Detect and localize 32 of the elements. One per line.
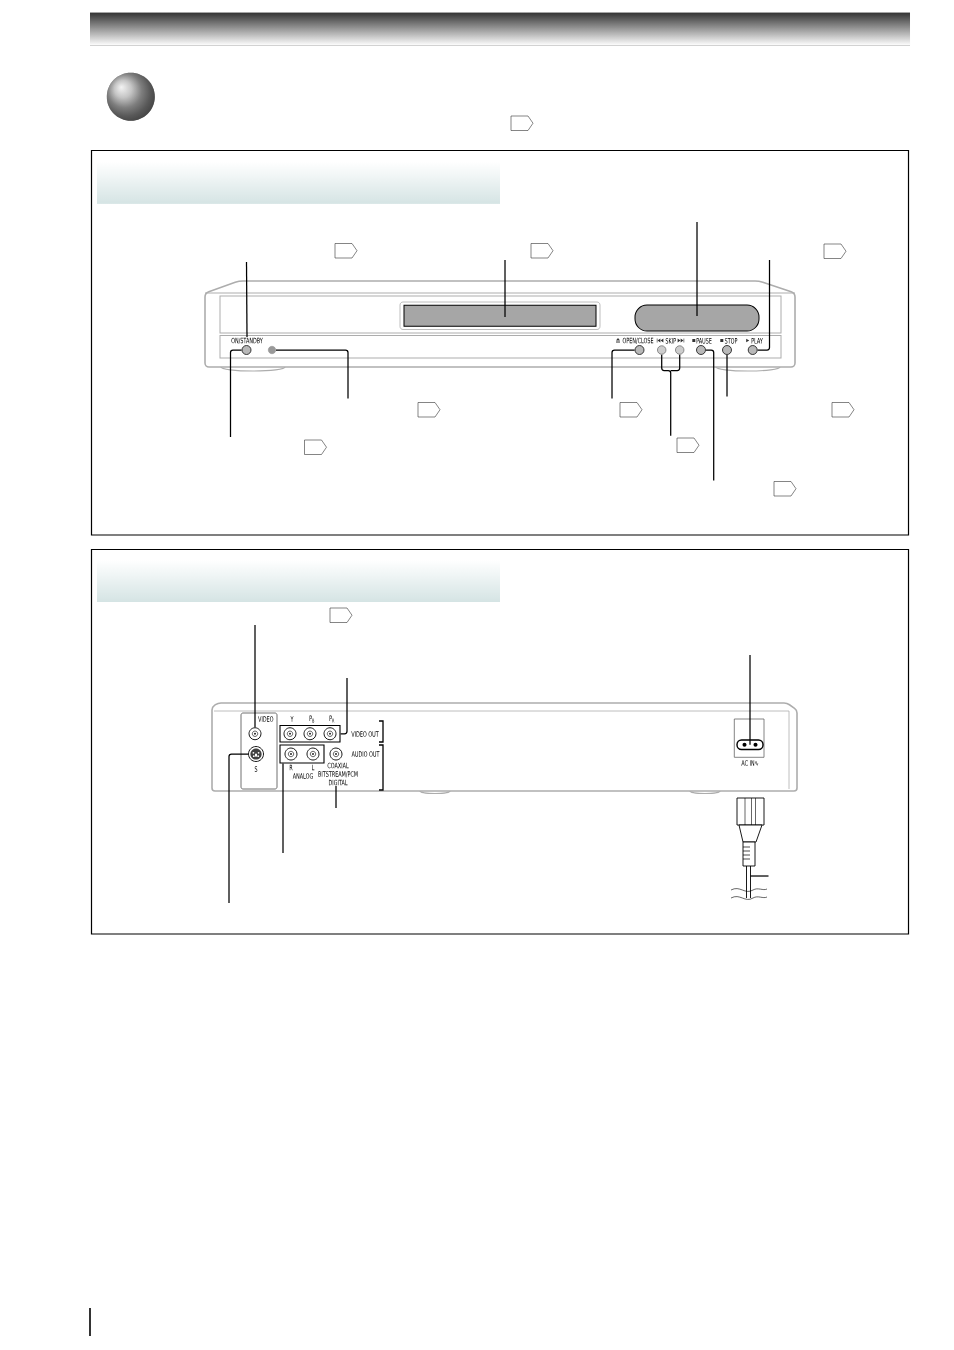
leader-line [749, 654, 751, 746]
button [634, 345, 645, 355]
ac-inlet [736, 739, 764, 751]
button [722, 345, 732, 355]
leader-line [254, 624, 256, 728]
jack-group [279, 744, 325, 764]
button [657, 345, 667, 355]
button [675, 345, 685, 355]
display-window [634, 304, 760, 332]
leader-line [229, 349, 243, 438]
leader-line [228, 753, 249, 904]
button [696, 345, 706, 355]
disc-tray [403, 304, 597, 327]
jack [248, 727, 262, 741]
button [241, 345, 252, 355]
leader-line [339, 677, 348, 735]
leader-line [282, 762, 284, 854]
leader-line [611, 349, 636, 400]
leader-line [726, 354, 728, 398]
leader-line [705, 349, 715, 482]
leader-line [757, 259, 771, 351]
s-video-jack [248, 746, 264, 762]
remote-sensor [268, 346, 276, 354]
leader-line [504, 259, 506, 318]
leader-line [749, 875, 770, 877]
leader-line [335, 785, 337, 809]
jack-group [279, 724, 341, 743]
leader-line [245, 261, 248, 338]
button [747, 345, 758, 355]
leader-line [696, 221, 698, 317]
power-cord [730, 797, 768, 900]
leader-line [275, 349, 349, 400]
